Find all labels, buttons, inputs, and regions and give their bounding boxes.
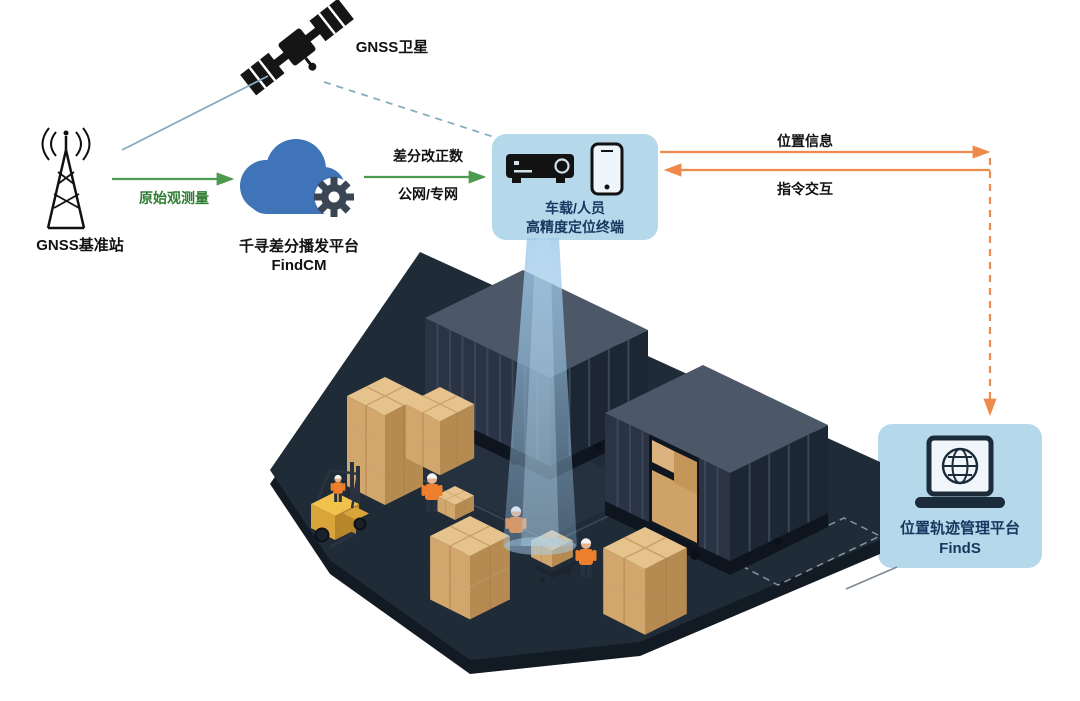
worker-2 bbox=[505, 506, 527, 545]
management-platform-name: 位置轨迹管理平台 bbox=[899, 520, 1021, 537]
cloud-platform-name: 千寻差分播发平台 bbox=[238, 238, 360, 255]
carton-stack-left-2 bbox=[405, 386, 475, 476]
finds-callout-tail bbox=[845, 566, 898, 590]
small-carton bbox=[435, 485, 475, 521]
carton-stack-bottom-center bbox=[429, 515, 511, 621]
gear-icon bbox=[314, 177, 354, 217]
cloud-platform-icon bbox=[240, 139, 354, 217]
base-station-label: GNSS基准站 bbox=[36, 237, 124, 254]
carton-stack-bottom-right bbox=[602, 526, 688, 636]
positioning-beam bbox=[503, 238, 577, 555]
cloud-platform-product: FindCM bbox=[271, 257, 327, 274]
warehouse-scene bbox=[270, 238, 882, 674]
satellite-to-terminal-link bbox=[323, 81, 498, 139]
terminal-label-line1: 车载/人员 bbox=[545, 200, 605, 216]
dashed-zone-marking bbox=[740, 517, 882, 586]
worker-1 bbox=[421, 473, 443, 512]
command-label: 指令交互 bbox=[777, 181, 833, 197]
correction-label-line1: 差分改正数 bbox=[393, 148, 463, 164]
satellite-label: GNSS卫星 bbox=[355, 39, 429, 56]
forklift-driver bbox=[330, 474, 346, 502]
carton-stack-left bbox=[346, 376, 424, 506]
container-open-door bbox=[649, 434, 699, 546]
warehouse-platform bbox=[270, 252, 882, 674]
terminal-label-line2: 高精度定位终端 bbox=[526, 219, 624, 235]
base-station-icon bbox=[41, 127, 91, 230]
satellite-to-base-link bbox=[121, 75, 269, 151]
gnss-satellite-icon bbox=[240, 0, 354, 96]
correction-label-line2: 公网/专网 bbox=[398, 186, 458, 202]
raw-observation-label: 原始观测量 bbox=[139, 190, 209, 206]
position-info-label: 位置信息 bbox=[777, 133, 833, 149]
terminal-panel bbox=[492, 134, 658, 240]
management-platform-product: FindS bbox=[939, 540, 981, 557]
shipping-container-2 bbox=[605, 365, 828, 575]
shipping-container-1 bbox=[425, 270, 648, 480]
forklift bbox=[311, 462, 369, 549]
worker-3-with-pallet-jack bbox=[530, 529, 597, 583]
